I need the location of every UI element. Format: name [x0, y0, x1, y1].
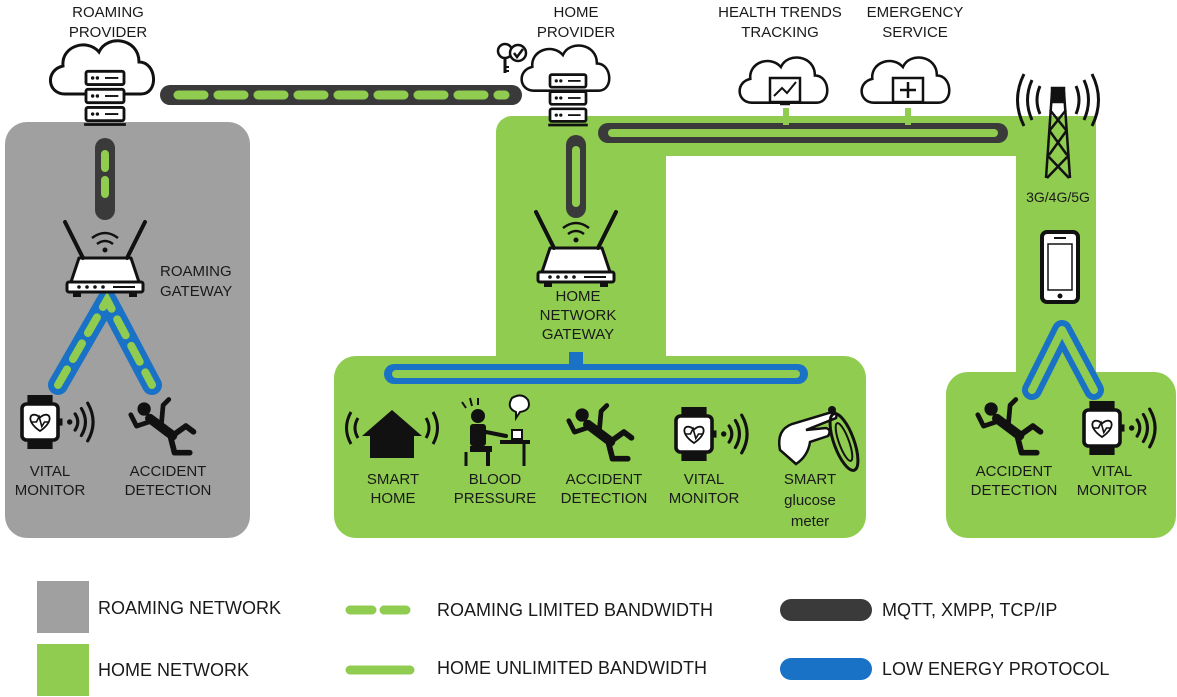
- smartphone-icon: [1040, 230, 1080, 304]
- glucose-meter-icon: [778, 406, 860, 472]
- health-trends-label-2: TRACKING: [741, 24, 819, 41]
- legend-low-energy-label: LOW ENERGY PROTOCOL: [882, 659, 1109, 679]
- home-glucose-meter: SMART glucose meter: [778, 406, 860, 530]
- roaming-vital-label-1: VITAL: [30, 463, 71, 480]
- roaming-gateway-label-2: GATEWAY: [160, 283, 232, 300]
- home-glucose-label-2: glucose: [784, 492, 836, 509]
- mobile-vital-label-1: VITAL: [1092, 463, 1133, 480]
- legend-home-network-label: HOME NETWORK: [98, 660, 249, 680]
- home-gateway-label-3: GATEWAY: [542, 326, 614, 343]
- home-blood-label-1: BLOOD: [469, 471, 522, 488]
- home-vital-monitor: VITAL MONITOR: [669, 405, 749, 507]
- home-smart-home-label-2: HOME: [371, 490, 416, 507]
- server-icon: [82, 69, 128, 126]
- mobile-accident-detection: ACCIDENT DETECTION: [971, 400, 1058, 499]
- emergency-service-node: EMERGENCY SERVICE: [860, 4, 964, 104]
- home-network-devices-area: [334, 356, 866, 538]
- roaming-gateway-node: ROAMING GATEWAY: [63, 220, 232, 300]
- roaming-accident-label-1: ACCIDENT: [130, 463, 207, 480]
- emergency-service-label-2: SERVICE: [882, 24, 948, 41]
- link-mobile-ble-solid: [1028, 326, 1098, 394]
- mobile-vital-label-2: MONITOR: [1077, 482, 1148, 499]
- home-vital-label-1: VITAL: [684, 471, 725, 488]
- home-glucose-label-3: meter: [791, 513, 829, 530]
- blood-pressure-icon: [461, 394, 530, 466]
- home-accident-label-2: DETECTION: [561, 490, 648, 507]
- home-provider-label-2: PROVIDER: [537, 24, 616, 41]
- home-gateway-label-1: HOME: [556, 288, 601, 305]
- cell-tower-label: 3G/4G/5G: [1026, 189, 1090, 205]
- legend-home-network-swatch: [37, 644, 89, 696]
- cell-tower-icon: [1016, 73, 1100, 179]
- legend: ROAMING NETWORK HOME NETWORK ROAMING LIM…: [37, 581, 1109, 696]
- key-check-icon: [496, 42, 528, 73]
- home-accident-detection: ACCIDENT DETECTION: [561, 406, 648, 507]
- mobile-accident-label-2: DETECTION: [971, 482, 1058, 499]
- legend-mqtt-swatch: [780, 599, 872, 621]
- home-glucose-label-1: SMART: [784, 471, 836, 488]
- roaming-vital-monitor: VITAL MONITOR: [15, 393, 95, 499]
- home-blood-pressure: BLOOD PRESSURE: [454, 394, 537, 507]
- house-wifi-icon: [345, 410, 439, 458]
- legend-low-energy-swatch: [780, 658, 872, 680]
- roaming-provider-node: ROAMING PROVIDER: [48, 4, 156, 126]
- health-trends-node: HEALTH TRENDS TRACKING: [718, 4, 842, 106]
- emergency-service-label-1: EMERGENCY: [867, 4, 964, 21]
- legend-roaming-limited-label: ROAMING LIMITED BANDWIDTH: [437, 600, 713, 620]
- mobile-network-devices-area: [946, 372, 1176, 538]
- home-provider-node: HOME PROVIDER: [496, 4, 616, 127]
- roaming-provider-label-2: PROVIDER: [69, 24, 148, 41]
- home-accident-label-1: ACCIDENT: [566, 471, 643, 488]
- cell-tower-node: 3G/4G/5G: [1016, 73, 1100, 205]
- home-gateway-node: HOME NETWORK GATEWAY: [534, 210, 618, 343]
- roaming-accident-detection: ACCIDENT DETECTION: [125, 400, 212, 499]
- mobile-vital-monitor: VITAL MONITOR: [1077, 399, 1157, 499]
- roaming-gateway-label-1: ROAMING: [160, 263, 232, 280]
- legend-home-unlimited-label: HOME UNLIMITED BANDWIDTH: [437, 658, 707, 678]
- home-provider-label-1: HOME: [554, 4, 599, 21]
- legend-roaming-network-label: ROAMING NETWORK: [98, 598, 281, 618]
- home-smart-home: SMART HOME: [345, 410, 439, 507]
- chart-monitor-icon: [768, 76, 802, 106]
- legend-mqtt-label: MQTT, XMPP, TCP/IP: [882, 600, 1057, 620]
- home-vital-label-2: MONITOR: [669, 490, 740, 507]
- roaming-vital-label-2: MONITOR: [15, 482, 86, 499]
- medical-cross-icon: [891, 76, 925, 104]
- home-network-vertical: [496, 116, 666, 376]
- mobile-accident-label-1: ACCIDENT: [976, 463, 1053, 480]
- legend-roaming-network-swatch: [37, 581, 89, 633]
- home-smart-home-label-1: SMART: [367, 471, 419, 488]
- home-blood-label-2: PRESSURE: [454, 490, 537, 507]
- roaming-provider-label-1: ROAMING: [72, 4, 144, 21]
- link-roaming-ble-dash: [54, 291, 156, 389]
- health-trends-label-1: HEALTH TRENDS: [718, 4, 842, 21]
- roaming-accident-label-2: DETECTION: [125, 482, 212, 499]
- home-gateway-label-2: NETWORK: [540, 307, 617, 324]
- server-icon: [546, 73, 590, 127]
